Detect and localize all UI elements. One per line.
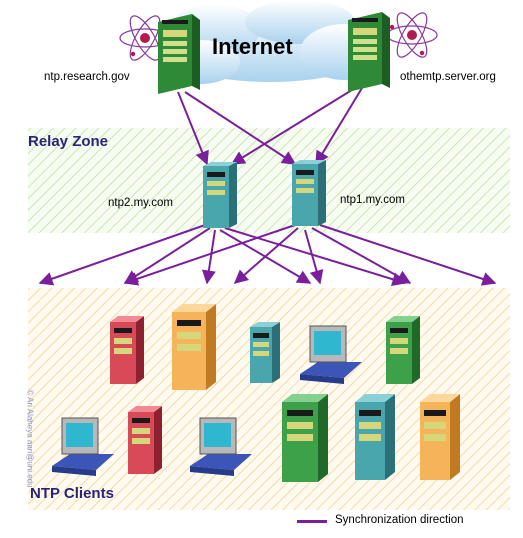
- atom-icon-right: [386, 12, 438, 58]
- client-workstation-1: [300, 325, 362, 384]
- client-server-green-2: [282, 394, 328, 482]
- server-label-research: ntp.research.gov: [44, 71, 130, 83]
- client-server-green-1: [386, 316, 420, 384]
- server-label-otherntp: othemtp.server.org: [400, 71, 496, 83]
- copyright-text: © Ari Alaheya aari@uni.edu: [25, 389, 35, 488]
- server-icon-research: [158, 14, 200, 94]
- client-server-orange-1: [172, 304, 216, 390]
- client-workstation-3: [190, 417, 252, 476]
- client-server-red-1: [110, 316, 144, 384]
- client-server-red-2: [128, 406, 162, 474]
- client-server-orange-2: [420, 394, 460, 480]
- client-workstation-2: [52, 417, 114, 476]
- client-server-teal-1: [250, 322, 280, 383]
- internet-title: Internet: [212, 34, 293, 59]
- legend-swatch: [297, 520, 327, 523]
- relay-zone-label: Relay Zone: [28, 133, 109, 150]
- clients-zone-label: NTP Clients: [30, 485, 114, 502]
- server-label-ntp2: ntp2.my.com: [108, 197, 173, 209]
- server-icon-otherntp: [348, 12, 390, 92]
- server-icon-ntp1: [292, 160, 326, 226]
- legend-label: Synchronization direction: [335, 514, 464, 526]
- sync-arrows-top: [177, 84, 363, 166]
- client-server-teal-2: [355, 394, 395, 480]
- server-icon-ntp2: [203, 162, 237, 228]
- relay-zone-band: [28, 128, 510, 233]
- sync-arrows-bottom: [38, 224, 497, 287]
- server-label-ntp1: ntp1.my.com: [340, 194, 405, 206]
